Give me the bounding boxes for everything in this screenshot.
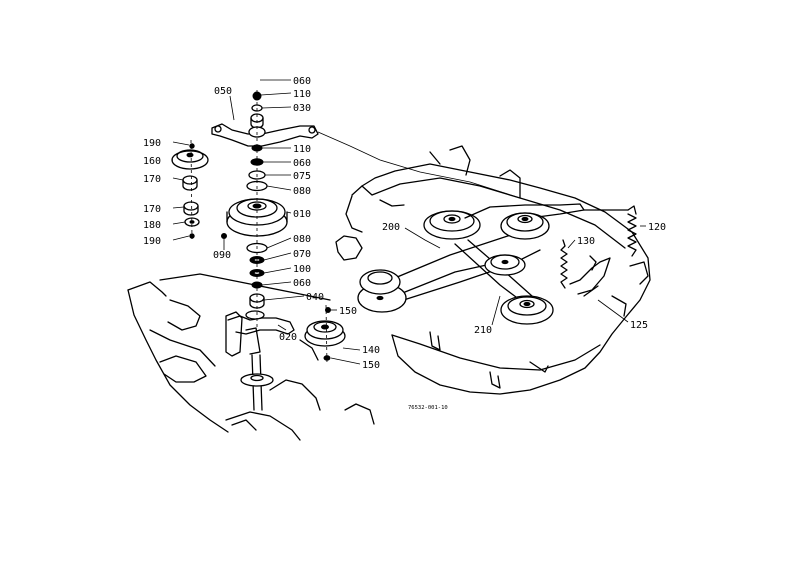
label-020: 020 bbox=[279, 332, 297, 343]
label-060-mid: 060 bbox=[293, 158, 311, 169]
label-200: 200 bbox=[382, 222, 400, 233]
label-060-low: 060 bbox=[293, 278, 311, 289]
label-150-low: 150 bbox=[362, 360, 380, 371]
label-170-low: 170 bbox=[143, 204, 161, 215]
center-rear-pulley bbox=[500, 212, 550, 240]
label-075: 075 bbox=[293, 171, 311, 182]
tension-spring bbox=[560, 239, 568, 289]
spring-120 bbox=[627, 205, 637, 257]
idler-pulley-middle bbox=[484, 254, 526, 276]
centerlines bbox=[190, 90, 521, 366]
left-pulley-stack bbox=[171, 143, 209, 239]
label-190-top: 190 bbox=[143, 138, 161, 149]
label-110-top: 110 bbox=[293, 89, 311, 100]
label-010: 010 bbox=[293, 209, 311, 220]
label-100: 100 bbox=[293, 264, 311, 275]
tractor-frame bbox=[127, 273, 375, 441]
label-030: 030 bbox=[293, 103, 311, 114]
label-140: 140 bbox=[362, 345, 380, 356]
label-110-mid: 110 bbox=[293, 144, 311, 155]
label-090: 090 bbox=[213, 250, 231, 261]
part-labels: 060 110 030 050 110 060 075 080 010 080 … bbox=[143, 76, 666, 411]
label-120: 120 bbox=[648, 222, 666, 233]
label-210: 210 bbox=[474, 325, 492, 336]
leader-lines bbox=[172, 79, 646, 365]
mower-deck bbox=[335, 145, 651, 395]
label-160: 160 bbox=[143, 156, 161, 167]
label-080-top: 080 bbox=[293, 186, 311, 197]
label-130: 130 bbox=[577, 236, 595, 247]
label-060-top: 060 bbox=[293, 76, 311, 87]
pulley-140 bbox=[304, 307, 346, 361]
label-050: 050 bbox=[214, 86, 232, 97]
label-080-low: 080 bbox=[293, 234, 311, 245]
label-125: 125 bbox=[630, 320, 648, 331]
label-070: 070 bbox=[293, 249, 311, 260]
label-150-top: 150 bbox=[339, 306, 357, 317]
label-180: 180 bbox=[143, 220, 161, 231]
drive-spindle-pulley bbox=[357, 269, 407, 313]
label-170-top: 170 bbox=[143, 174, 161, 185]
label-190-low: 190 bbox=[143, 236, 161, 247]
right-spindle-pulley bbox=[500, 295, 554, 325]
label-040: 040 bbox=[306, 292, 324, 303]
drawing-code: 76532-001-10 bbox=[408, 405, 448, 411]
